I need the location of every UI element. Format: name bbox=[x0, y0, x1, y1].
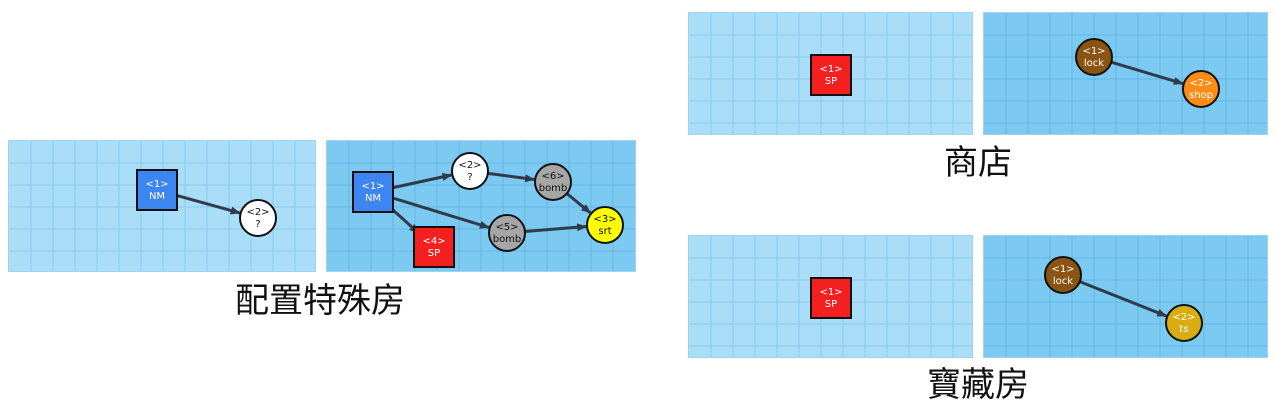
node-id-label: <1> bbox=[819, 287, 842, 298]
caption-special-room: 配置特殊房 bbox=[235, 281, 405, 321]
node-1-lock: <1>lock bbox=[1075, 38, 1113, 76]
graph-canvas: <1>NM<2>?<6>bomb<3>srt<5>bomb<4>SP bbox=[327, 141, 635, 271]
node-3-srt: <3>srt bbox=[586, 206, 624, 244]
node-2-unknown: <2>? bbox=[239, 199, 277, 237]
node-1-SP: <1>SP bbox=[810, 54, 852, 96]
node-id-label: <1> bbox=[1051, 264, 1074, 275]
edge-2-to-6 bbox=[487, 171, 536, 183]
node-4-SP: <4>SP bbox=[413, 226, 455, 268]
edge-1-to-5 bbox=[391, 196, 490, 229]
node-6-bomb: <6>bomb bbox=[534, 163, 572, 201]
node-id-label: <1> bbox=[819, 64, 842, 75]
node-id-label: <5> bbox=[495, 222, 518, 233]
node-type-label: ? bbox=[255, 219, 260, 230]
shop-before-panel: <1>SP bbox=[688, 12, 973, 135]
node-id-label: <2> bbox=[1189, 78, 1212, 89]
node-id-label: <1> bbox=[1082, 46, 1105, 57]
edge-1-to-2 bbox=[392, 173, 453, 190]
node-type-label: lock bbox=[1084, 58, 1104, 69]
special-after-panel: <1>NM<2>?<6>bomb<3>srt<5>bomb<4>SP bbox=[326, 140, 636, 272]
node-type-label: NM bbox=[365, 193, 381, 204]
node-id-label: <2> bbox=[458, 160, 481, 171]
node-5-bomb: <5>bomb bbox=[488, 214, 526, 252]
node-type-label: bomb bbox=[539, 183, 568, 194]
node-id-label: <6> bbox=[541, 171, 564, 182]
node-id-label: <3> bbox=[593, 214, 616, 225]
node-id-label: <1> bbox=[145, 179, 168, 190]
node-2-ts: <2>ts bbox=[1165, 304, 1203, 342]
node-1-SP: <1>SP bbox=[810, 277, 852, 319]
treasure-after-panel: <1>lock <2>ts bbox=[983, 235, 1268, 358]
graph-canvas: <1>SP bbox=[689, 13, 972, 134]
graph-canvas: <1>NM <2>? bbox=[9, 141, 315, 271]
node-1-NM: <1>NM bbox=[352, 171, 394, 213]
edge-1-to-2 bbox=[175, 193, 241, 215]
node-type-label: SP bbox=[825, 299, 837, 310]
node-id-label: <2> bbox=[246, 207, 269, 218]
shop-after-panel: <1>lock <2>shop bbox=[983, 12, 1268, 135]
graph-canvas: <1>lock <2>shop bbox=[984, 13, 1267, 134]
node-id-label: <2> bbox=[1172, 312, 1195, 323]
edge-1-to-2 bbox=[1110, 60, 1184, 85]
node-1-NM: <1>NM bbox=[136, 169, 178, 211]
node-type-label: ? bbox=[467, 172, 472, 183]
node-id-label: <1> bbox=[361, 181, 384, 192]
node-2-shop: <2>shop bbox=[1182, 70, 1220, 108]
node-2-unknown: <2>? bbox=[451, 152, 489, 190]
edge-1-to-2 bbox=[1079, 280, 1168, 318]
special-before-panel: <1>NM <2>? bbox=[8, 140, 316, 272]
node-id-label: <4> bbox=[422, 236, 445, 247]
node-type-label: srt bbox=[598, 226, 611, 237]
treasure-before-panel: <1>SP bbox=[688, 235, 973, 358]
node-type-label: bomb bbox=[493, 234, 522, 245]
node-type-label: lock bbox=[1053, 276, 1073, 287]
edge-6-to-3 bbox=[565, 192, 592, 215]
node-1-lock: <1>lock bbox=[1044, 256, 1082, 294]
graph-canvas: <1>SP bbox=[689, 236, 972, 357]
node-type-label: SP bbox=[825, 76, 837, 87]
node-type-label: NM bbox=[149, 191, 165, 202]
caption-treasure-room: 寶藏房 bbox=[927, 365, 1029, 405]
node-type-label: ts bbox=[1179, 324, 1188, 335]
node-type-label: shop bbox=[1189, 90, 1213, 101]
node-type-label: SP bbox=[428, 248, 440, 259]
graph-canvas: <1>lock <2>ts bbox=[984, 236, 1267, 357]
caption-shop: 商店 bbox=[944, 143, 1012, 183]
edge-5-to-3 bbox=[524, 223, 588, 234]
